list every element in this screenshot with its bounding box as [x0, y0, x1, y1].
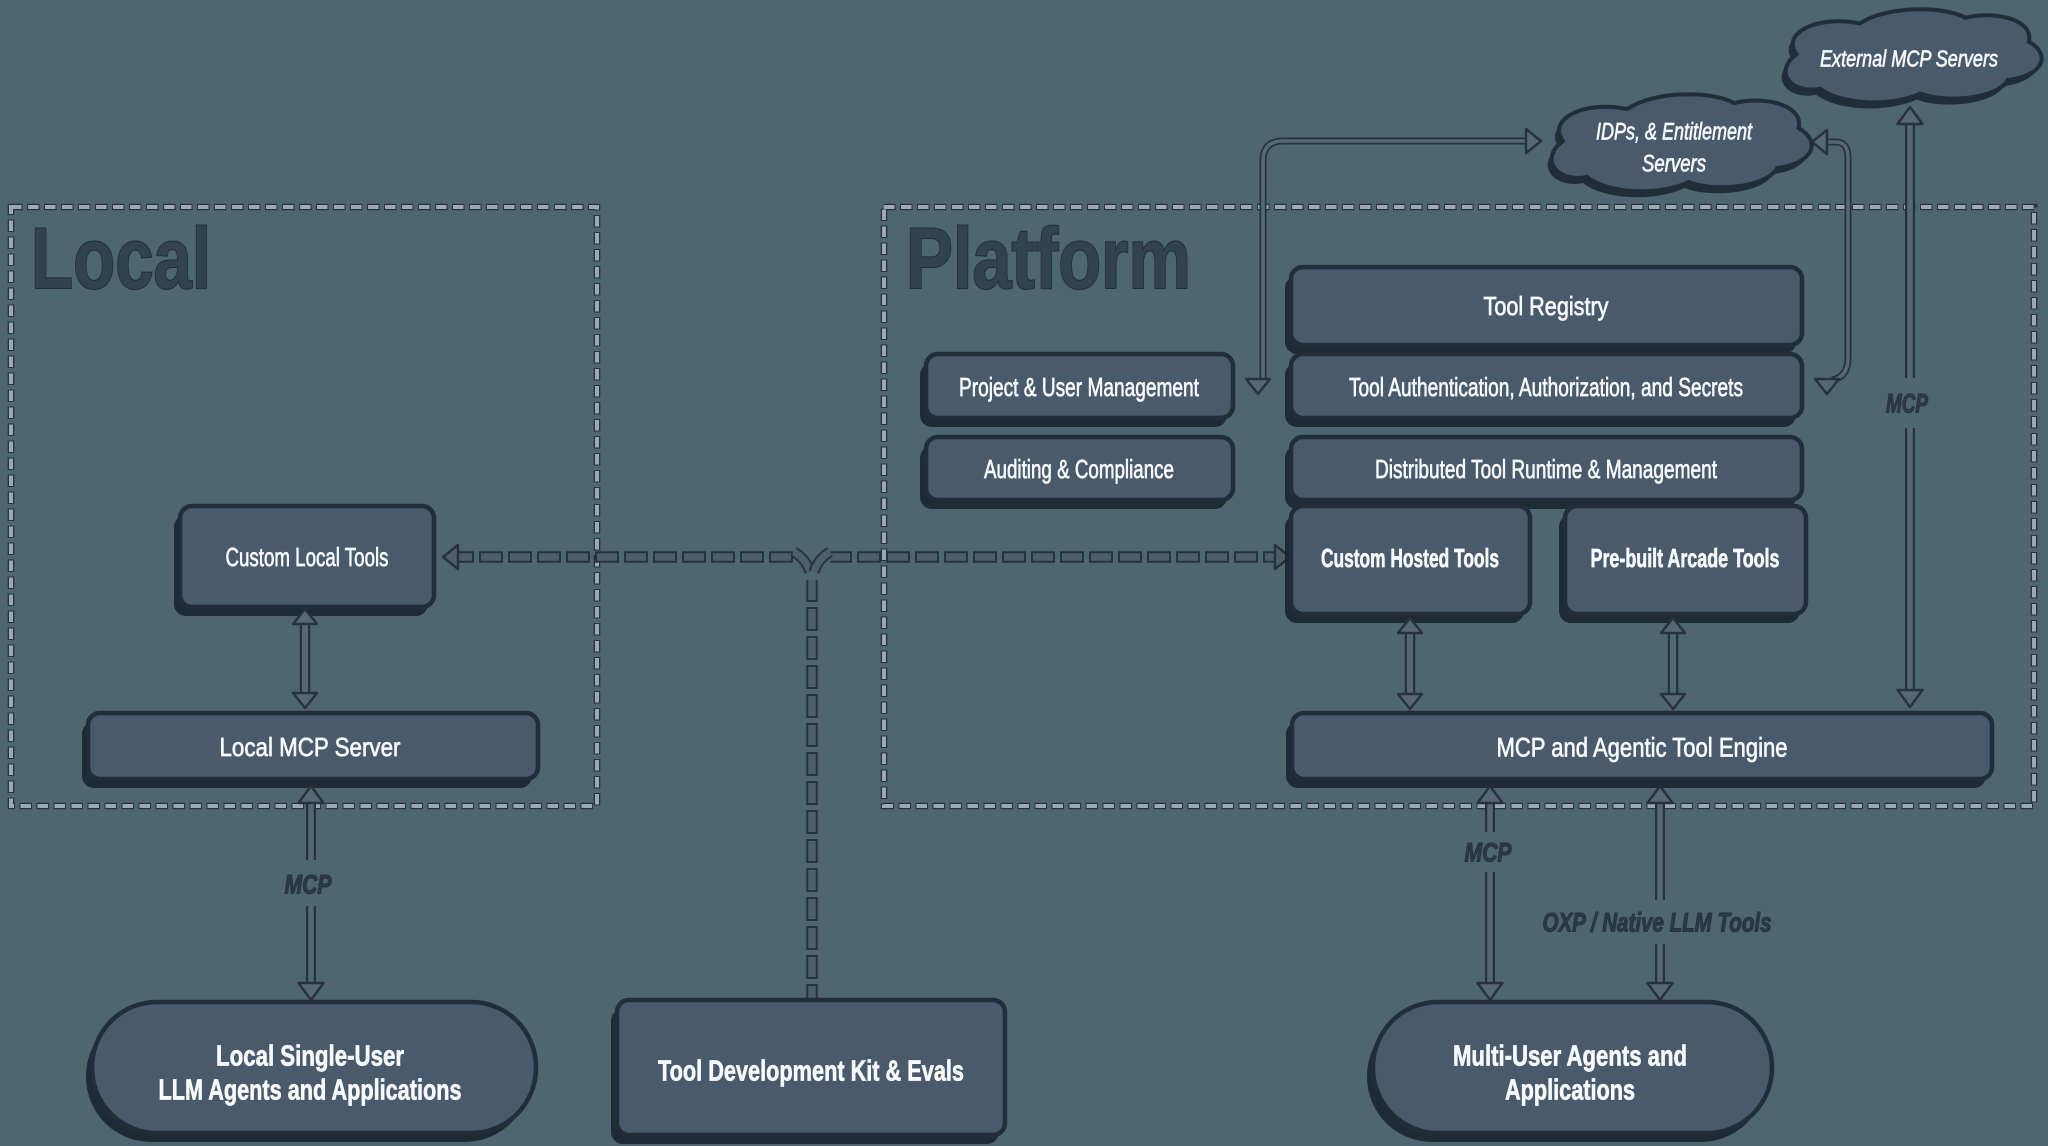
svg-text:LLM Agents and Applications: LLM Agents and Applications — [159, 1074, 462, 1106]
svg-text:Local: Local — [31, 211, 211, 307]
svg-text:Pre-built Arcade Tools: Pre-built Arcade Tools — [1591, 543, 1780, 573]
svg-text:Distributed Tool Runtime & Man: Distributed Tool Runtime & Management — [1375, 454, 1718, 484]
svg-text:Local Single-User: Local Single-User — [216, 1040, 404, 1072]
svg-text:IDPs, & Entitlement: IDPs, & Entitlement — [1596, 119, 1753, 146]
svg-text:Platform: Platform — [906, 211, 1191, 307]
svg-text:Servers: Servers — [1642, 151, 1706, 178]
svg-text:Custom Hosted Tools: Custom Hosted Tools — [1321, 543, 1499, 573]
svg-text:Local MCP Server: Local MCP Server — [220, 732, 401, 762]
svg-text:External MCP Servers: External MCP Servers — [1820, 45, 1998, 71]
svg-text:Tool Development Kit & Evals: Tool Development Kit & Evals — [658, 1055, 964, 1087]
svg-text:OXP / Native LLM Tools: OXP / Native LLM Tools — [1543, 908, 1772, 938]
svg-text:Custom Local Tools: Custom Local Tools — [226, 542, 389, 572]
svg-text:MCP and Agentic Tool Engine: MCP and Agentic Tool Engine — [1497, 733, 1788, 763]
svg-text:MCP: MCP — [1886, 389, 1929, 419]
svg-text:Auditing & Compliance: Auditing & Compliance — [984, 454, 1174, 484]
svg-text:Multi-User Agents and: Multi-User Agents and — [1453, 1040, 1687, 1072]
svg-text:MCP: MCP — [1465, 838, 1513, 868]
svg-text:MCP: MCP — [285, 870, 333, 900]
svg-text:Tool Authentication, Authoriza: Tool Authentication, Authorization, and … — [1349, 372, 1743, 402]
svg-text:Project & User Management: Project & User Management — [959, 372, 1200, 402]
svg-text:Applications: Applications — [1505, 1074, 1635, 1106]
svg-text:Tool Registry: Tool Registry — [1484, 291, 1609, 321]
